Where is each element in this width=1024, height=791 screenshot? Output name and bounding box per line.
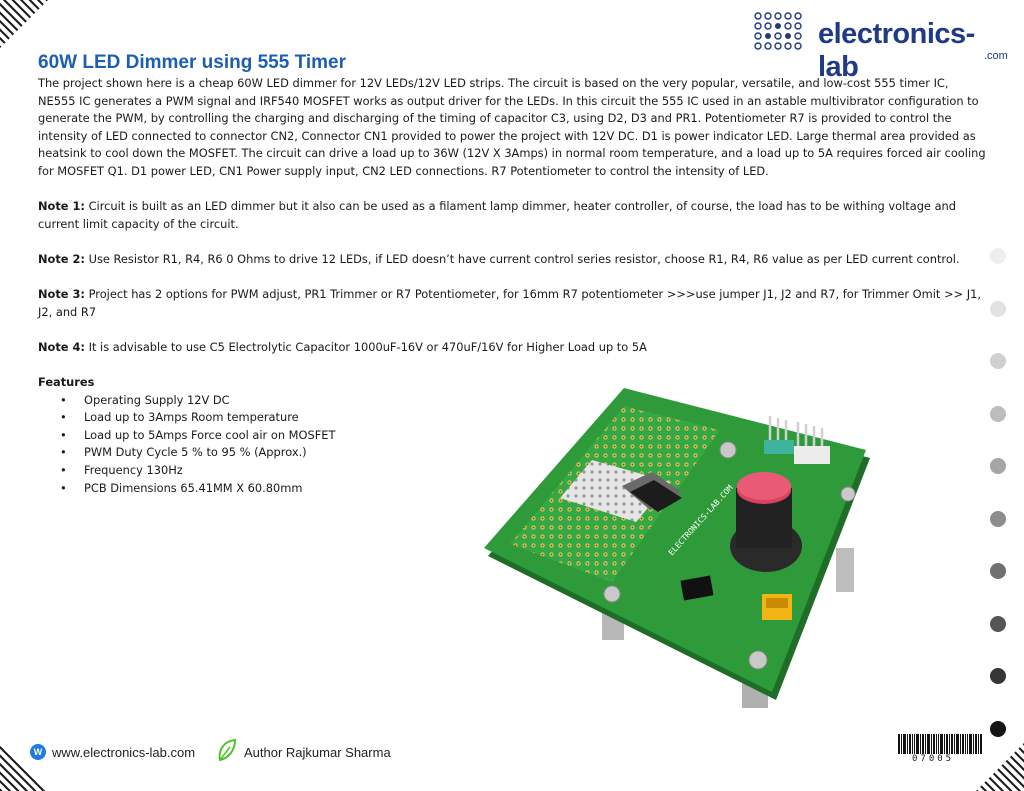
- footer: W www.electronics-lab.com Author Rajkuma…: [30, 738, 430, 766]
- electronics-lab-logo[interactable]: electronics-lab .com: [752, 10, 1012, 83]
- note-text: Use Resistor R1, R4, R6 0 Ohms to drive …: [84, 251, 960, 266]
- barcode-number: 07005: [912, 754, 955, 764]
- connector-cn2: [794, 446, 830, 464]
- features-list: Operating Supply 12V DC Load up to 3Amps…: [46, 392, 988, 498]
- screw: [719, 441, 737, 459]
- jumper-block: [762, 594, 792, 620]
- note-2: Note 2: Use Resistor R1, R4, R6 0 Ohms t…: [38, 251, 988, 269]
- connector-cn1: [764, 440, 794, 454]
- barcode: [898, 734, 982, 754]
- feature-item: Operating Supply 12V DC: [46, 392, 988, 410]
- pcb-photo: ELECTRONICS-LAB.COM: [484, 388, 884, 718]
- decor-dot: [990, 668, 1006, 684]
- logo-wordmark: electronics-lab: [818, 18, 975, 83]
- page-title: 60W LED Dimmer using 555 Timer: [38, 52, 346, 73]
- gradient-dot-column: [990, 240, 1010, 740]
- standoff: [836, 548, 854, 592]
- note-text: Project has 2 options for PWM adjust, PR…: [38, 287, 981, 319]
- decor-dot: [990, 721, 1006, 737]
- pcb-illustration: ELECTRONICS-LAB.COM: [484, 388, 870, 708]
- note-text: Circuit is built as an LED dimmer but it…: [38, 199, 956, 231]
- decor-dot: [990, 248, 1006, 264]
- screw: [748, 650, 768, 670]
- corner-hatch-top-left: [0, 0, 48, 48]
- note-label: Note 3:: [38, 287, 85, 302]
- note-label: Note 2:: [38, 251, 85, 266]
- document-body: The project shown here is a cheap 60W LE…: [38, 75, 988, 497]
- ic-555: [680, 575, 714, 601]
- potentiometer-r7: [730, 472, 802, 572]
- feature-item: Frequency 130Hz: [46, 462, 988, 480]
- note-1: Note 1: Circuit is built as an LED dimme…: [38, 198, 988, 233]
- decor-dot: [990, 563, 1006, 579]
- note-label: Note 4:: [38, 339, 85, 354]
- footer-website-link[interactable]: www.electronics-lab.com: [52, 745, 196, 760]
- screw: [840, 486, 856, 502]
- decor-dot: [990, 511, 1006, 527]
- globe-icon: W: [30, 744, 46, 760]
- note-4: Note 4: It is advisable to use C5 Electr…: [38, 339, 988, 357]
- decor-dot: [990, 353, 1006, 369]
- decor-dot: [990, 616, 1006, 632]
- thermal-pad: [560, 460, 670, 522]
- features-heading: Features: [38, 375, 95, 390]
- mosfet-q1: [622, 472, 682, 512]
- note-label: Note 1:: [38, 199, 85, 214]
- screw: [603, 585, 621, 603]
- intro-paragraph: The project shown here is a cheap 60W LE…: [38, 76, 986, 178]
- feature-item: Load up to 3Amps Room temperature: [46, 409, 988, 427]
- note-text: It is advisable to use C5 Electrolytic C…: [84, 339, 647, 354]
- feature-item: PWM Duty Cycle 5 % to 95 % (Approx.): [46, 444, 988, 462]
- note-3: Note 3: Project has 2 options for PWM ad…: [38, 286, 988, 321]
- decor-dot: [990, 301, 1006, 317]
- decor-dot: [990, 458, 1006, 474]
- corner-hatch-bottom-right: [976, 743, 1024, 791]
- leaf-pen-icon: [218, 738, 237, 762]
- circuit-dots-icon: [754, 12, 802, 50]
- logo-suffix: .com: [984, 50, 1008, 62]
- feature-item: PCB Dimensions 65.41MM X 60.80mm: [46, 480, 988, 498]
- feature-item: Load up to 5Amps Force cool air on MOSFE…: [46, 427, 988, 445]
- footer-author: Author Rajkumar Sharma: [244, 745, 391, 760]
- decor-dot: [990, 406, 1006, 422]
